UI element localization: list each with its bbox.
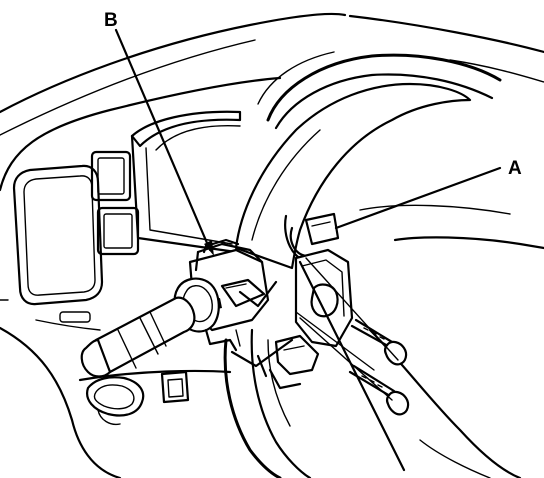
- label-b: B: [104, 10, 118, 31]
- left-vent: [12, 164, 104, 323]
- steering-wheel-lower: [223, 328, 312, 478]
- lower-console: [86, 370, 190, 426]
- combination-switch-stalk: [80, 296, 196, 378]
- steering-spoke: [234, 82, 472, 270]
- switch-buttons: [90, 150, 140, 256]
- instrument-cluster-hood: [130, 110, 242, 254]
- combination-switch-b: [173, 238, 270, 352]
- label-a: A: [508, 158, 522, 179]
- screw-lower: [348, 364, 410, 416]
- leader-lines: [114, 28, 502, 472]
- screw-upper: [350, 318, 408, 366]
